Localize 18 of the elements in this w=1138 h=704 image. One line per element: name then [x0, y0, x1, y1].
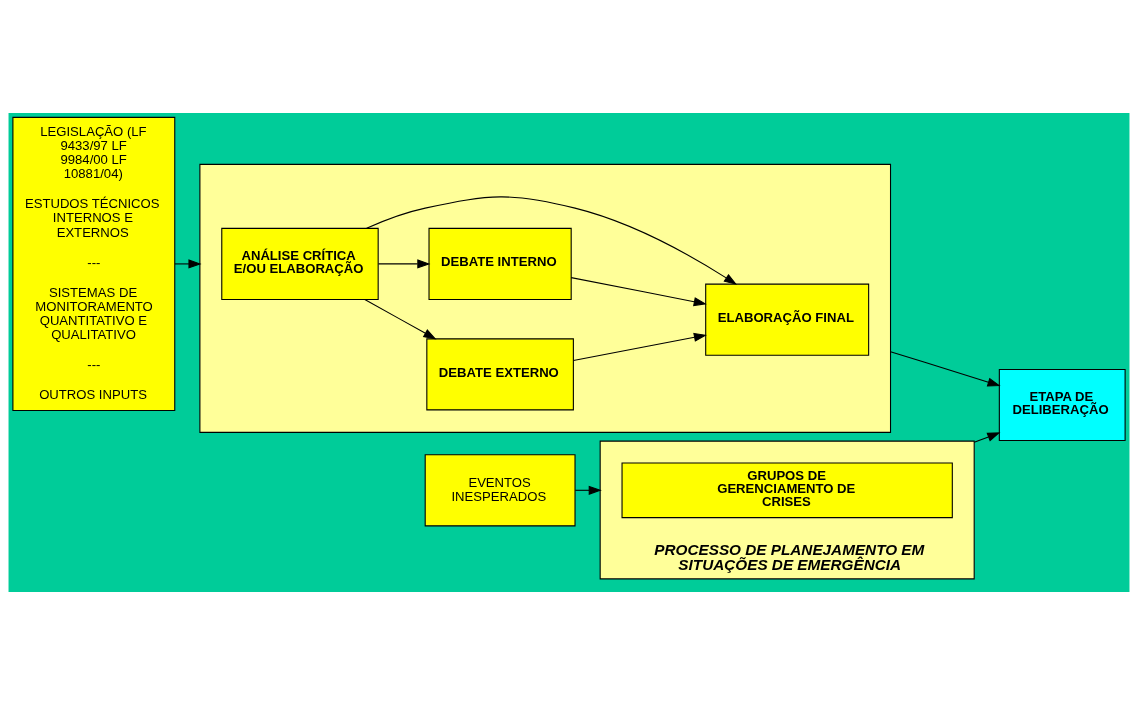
arrow [973, 431, 1001, 443]
arrow [572, 332, 707, 361]
arrow [574, 485, 602, 495]
node-box: ELABORAÇÃO FINAL [705, 283, 870, 356]
node-box: ETAPA DE DELIBERAÇÃO [998, 368, 1126, 441]
node-box: EVENTOS INESPERADOS [424, 453, 576, 526]
node-box: DEBATE INTERNO [428, 227, 572, 300]
arrow [570, 276, 707, 306]
arrow [366, 195, 737, 285]
node-box: DEBATE EXTERNO [426, 337, 574, 410]
node-box: ANÁLISE CRÍTICA E/OU ELABORAÇÃO [221, 227, 379, 300]
arrow [889, 350, 1001, 387]
node-box: LEGISLAÇÃO (LF 9433/97 LF 9984/00 LF 10881/04) ESTUDOS TÉCNICOS INTERNOS E EXTERNOS --- SISTEMAS DE MONITORAMENTO QUANTITATIVO E QUALITATIVO --- OUTROS INPUTS [12, 116, 176, 411]
arrow [377, 258, 431, 268]
cluster [199, 163, 892, 433]
arrow [364, 298, 437, 339]
node-box: GRUPOS DE GERENCIAMENTO DE CRISES [621, 461, 953, 518]
arrow [174, 258, 202, 268]
